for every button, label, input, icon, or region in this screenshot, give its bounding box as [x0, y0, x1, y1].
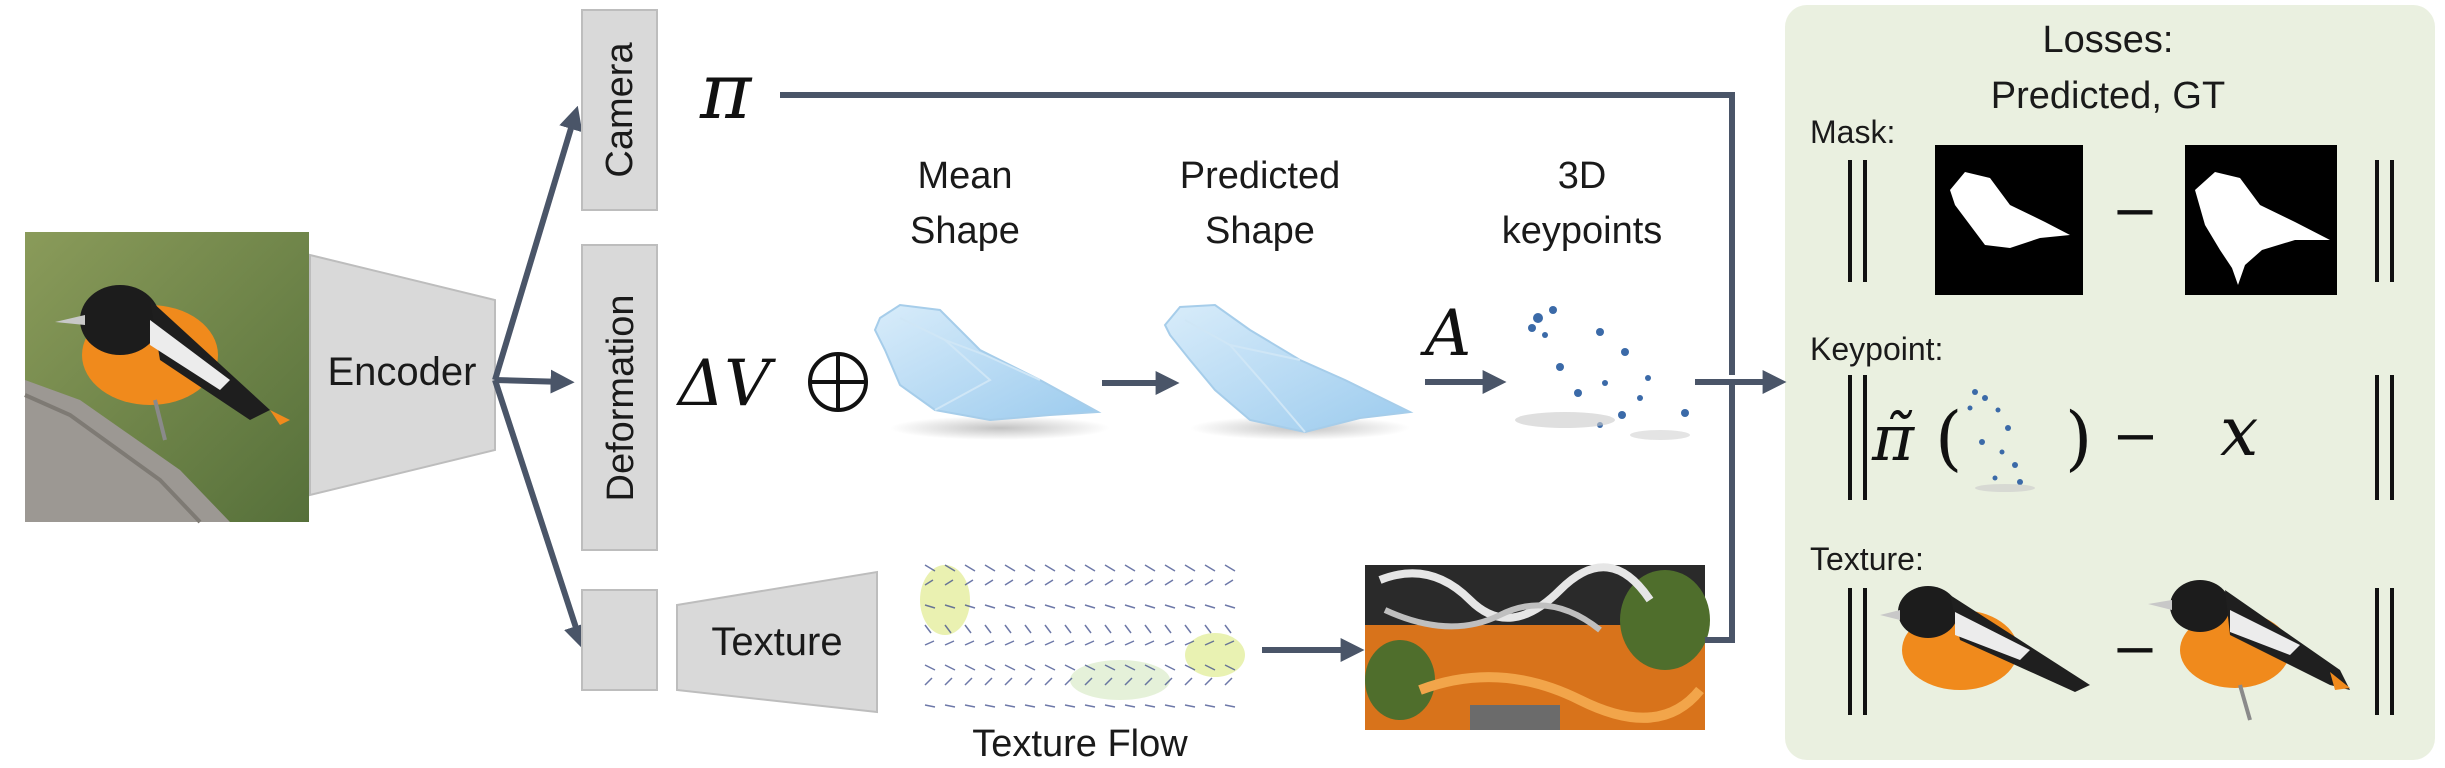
projected-keypoints	[1967, 389, 2035, 492]
texture-head-block	[581, 589, 658, 691]
texture-loss-label: Texture:	[1810, 541, 1924, 577]
texture-loss-norm-right	[2375, 588, 2394, 715]
mask-loss-minus: −	[2112, 179, 2159, 244]
texture-decoder-block	[676, 570, 878, 714]
mask-loss-norm-right	[2375, 160, 2394, 282]
gt-keypoint-x: x	[2220, 393, 2258, 472]
camera-connector	[780, 92, 1735, 375]
deformation-block	[581, 244, 658, 551]
predicted-shape-label-2: Shape	[1205, 210, 1315, 252]
encoder-label: Encoder	[328, 350, 477, 394]
pi-tilde-symbol: π̃	[1871, 402, 1915, 476]
predicted-shape-label-1: Predicted	[1180, 155, 1341, 197]
input-bird-photo	[24, 232, 309, 524]
gt-mask-image	[2185, 145, 2337, 295]
keypoints-label-2: keypoints	[1502, 210, 1663, 252]
keypoint-loss-norm-left	[1848, 375, 1867, 500]
encoder-block	[309, 253, 496, 497]
encoder-branch-arrows	[492, 105, 587, 650]
texture-label: Texture	[711, 620, 842, 664]
mask-loss-label: Mask:	[1810, 114, 1895, 150]
keypoint-loss-minus: −	[2112, 404, 2159, 469]
texture-flow-label: Texture Flow	[972, 723, 1188, 765]
mean-shape-label-1: Mean	[917, 155, 1012, 197]
predicted-texture-bird	[1880, 586, 2090, 692]
keypoint-loss-norm-right	[2375, 375, 2394, 500]
mean-shape-mesh	[873, 303, 1110, 440]
keypoint-close-paren: )	[2065, 397, 2092, 479]
camera-label: Camera	[599, 42, 641, 178]
keypoints-cloud	[1515, 306, 1690, 440]
keypoint-loss-label: Keypoint:	[1810, 331, 1943, 367]
oplus-icon	[808, 352, 868, 412]
texture-to-losses-connector	[1705, 382, 1735, 643]
texture-map-image	[1365, 563, 1710, 730]
gt-texture-bird	[2148, 580, 2350, 721]
predicted-mask-image	[1935, 145, 2083, 295]
a-symbol: A	[1420, 297, 1471, 371]
losses-title-2: Predicted, GT	[1991, 75, 2225, 117]
camera-pi-symbol: π	[699, 47, 753, 137]
keypoints-label-1: 3D	[1558, 155, 1607, 197]
texture-loss-norm-left	[1848, 588, 1867, 715]
keypoint-open-paren: (	[1935, 397, 1962, 479]
mask-loss-norm-left	[1848, 160, 1867, 282]
camera-block	[581, 9, 658, 211]
mean-shape-label-2: Shape	[910, 210, 1020, 252]
predicted-shape-mesh	[1163, 303, 1414, 440]
delta-v-symbol: ΔV	[675, 347, 776, 421]
texture-loss-minus: −	[2112, 617, 2159, 682]
deformation-label: Deformation	[600, 295, 642, 502]
losses-title-1: Losses:	[2043, 19, 2174, 61]
texture-flow-field	[920, 560, 1255, 718]
